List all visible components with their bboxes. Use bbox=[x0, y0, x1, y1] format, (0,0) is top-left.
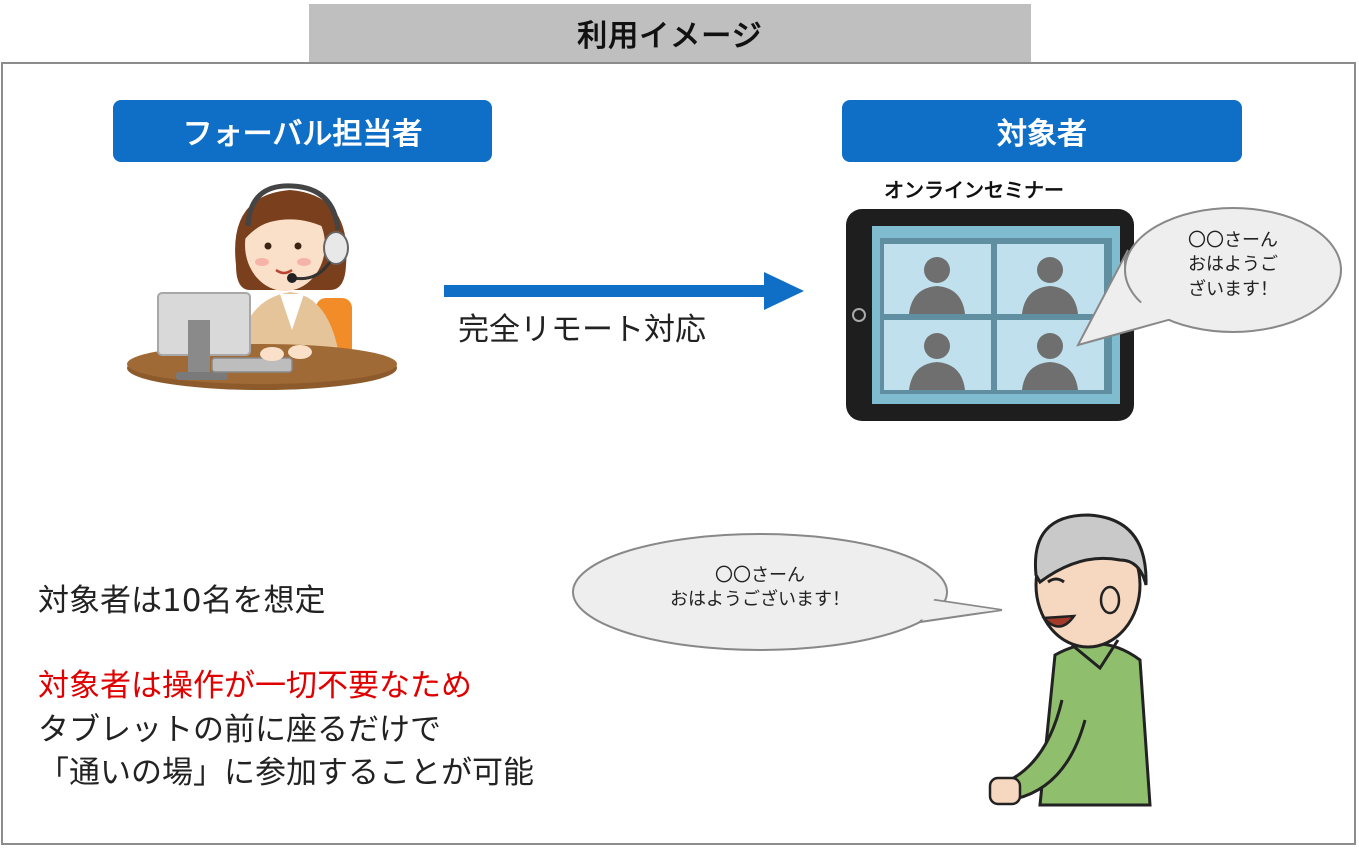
elderly-person-illustration bbox=[988, 513, 1152, 807]
tablet-bubble-line: ざいます！ bbox=[1188, 278, 1278, 300]
operator-role-label: フォーバル担当者 bbox=[113, 100, 492, 162]
elder-speech-bubble bbox=[572, 533, 1003, 651]
elder-bubble-text: 〇〇さーん おはようございます！ bbox=[600, 564, 920, 613]
tablet-illustration bbox=[846, 209, 1134, 421]
sit-in-front-note: タブレットの前に座るだけで bbox=[38, 711, 441, 748]
elder-bubble-line: 〇〇さーん bbox=[715, 565, 805, 586]
remote-arrow bbox=[444, 272, 804, 310]
online-seminar-label: オンラインセミナー bbox=[884, 178, 1064, 202]
remote-support-label: 完全リモート対応 bbox=[458, 312, 706, 348]
participation-note: 「通いの場」に参加することが可能 bbox=[38, 755, 534, 792]
diagram-frame bbox=[1, 62, 1356, 845]
tablet-bubble-line: 〇〇さーん bbox=[1188, 230, 1278, 251]
elder-bubble-line: おはようございます！ bbox=[670, 589, 850, 611]
tablet-speech-bubble bbox=[1076, 207, 1342, 347]
no-operation-note: 対象者は操作が一切不要なため bbox=[38, 668, 472, 705]
tablet-bubble-text: 〇〇さーん おはようご ざいます！ bbox=[1148, 229, 1318, 302]
operator-illustration bbox=[127, 183, 397, 390]
participant-role-label: 対象者 bbox=[842, 100, 1242, 162]
notes-spacer bbox=[38, 623, 534, 665]
tablet-bubble-line: おはようご bbox=[1188, 254, 1278, 276]
page-title: 利用イメージ bbox=[309, 4, 1031, 62]
notes-block: 対象者は10名を想定 対象者は操作が一切不要なため タブレットの前に座るだけで … bbox=[38, 580, 534, 796]
participant-count-note: 対象者は10名を想定 bbox=[38, 583, 326, 619]
